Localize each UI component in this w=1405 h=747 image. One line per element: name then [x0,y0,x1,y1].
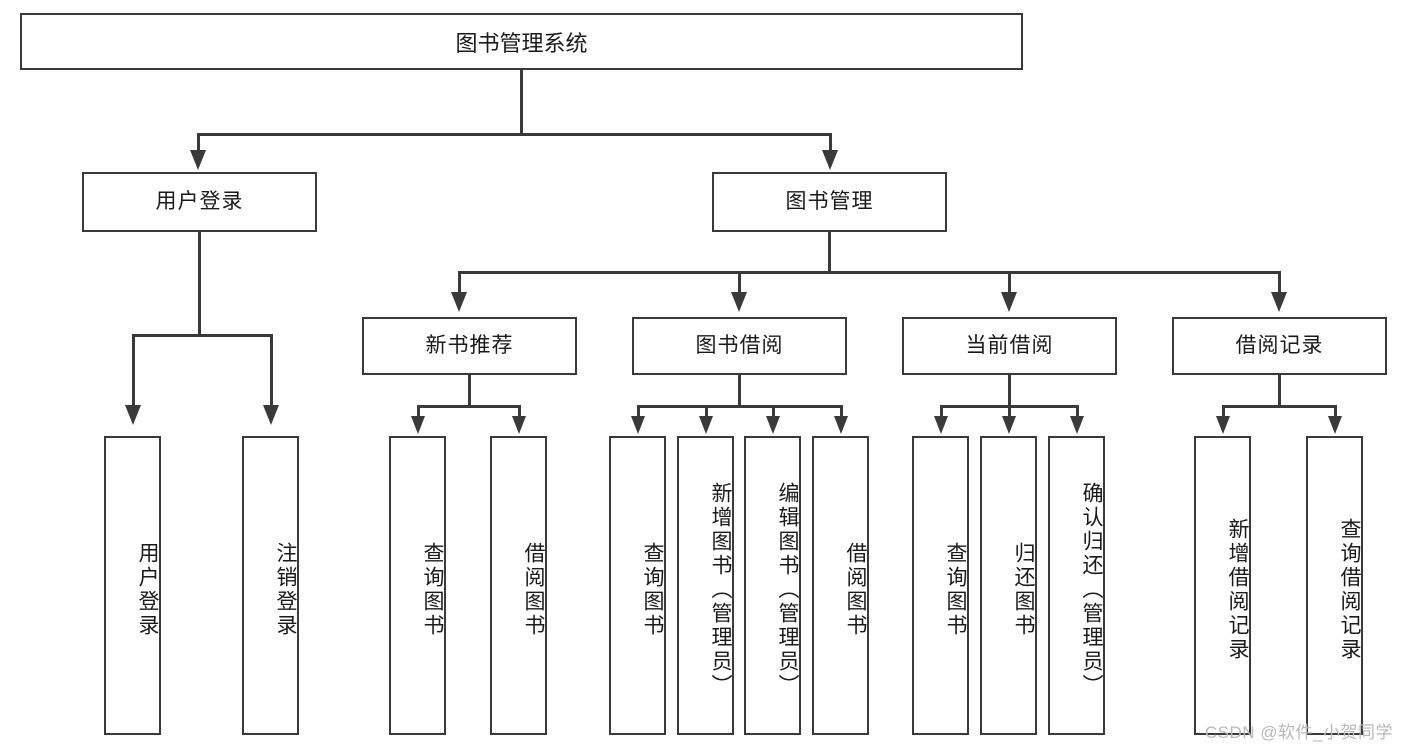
arrow-br-to-leaf-1 [1216,416,1230,434]
node-leaf-query-record[interactable]: 查询借阅记录 [1306,436,1363,735]
node-leaf-query-book-3[interactable]: 查询图书 [912,436,969,735]
edge-borrow-record-bar [1222,405,1337,408]
node-leaf-query-book-2-label: 查询图书 [641,541,664,638]
node-leaf-borrow-book-1[interactable]: 借阅图书 [490,436,547,735]
edge-bb-to-leaf-3 [772,405,775,419]
edge-root-to-user-login [197,133,200,157]
edge-new-book-recommend-bar [417,405,521,408]
arrow-nbr-to-leaf-1 [411,416,425,434]
edge-book-borrow-trunk [738,375,741,408]
arrow-to-borrow-record [1271,292,1287,312]
node-book-borrow[interactable]: 图书借阅 [632,317,847,375]
node-current-borrow[interactable]: 当前借阅 [902,317,1117,375]
arrow-bb-to-leaf-3 [766,416,780,434]
node-book-management[interactable]: 图书管理 [712,172,947,232]
node-borrow-record[interactable]: 借阅记录 [1172,317,1387,375]
node-leaf-user-login[interactable]: 用户登录 [104,436,161,735]
arrow-bb-to-leaf-2 [699,416,713,434]
node-new-book-recommend[interactable]: 新书推荐 [362,317,577,375]
arrow-bb-to-leaf-4 [834,416,848,434]
arrow-cb-to-leaf-2 [1002,416,1016,434]
edge-root-to-book-management [829,133,832,157]
edge-level3-bar [458,271,1281,274]
node-leaf-confirm-return[interactable]: 确认归还（管理员） [1048,436,1105,735]
edge-to-borrow-record [1278,271,1281,296]
node-leaf-edit-book[interactable]: 编辑图书（管理员） [744,436,801,735]
node-user-login-label: 用户登录 [155,190,244,214]
edge-book-borrow-bar [637,405,842,408]
node-leaf-query-record-label: 查询借阅记录 [1338,517,1361,662]
arrow-cb-to-leaf-3 [1070,416,1084,434]
node-leaf-logout-login[interactable]: 注销登录 [242,436,299,735]
edge-user-login-trunk [198,232,201,337]
node-leaf-add-record[interactable]: 新增借阅记录 [1194,436,1251,735]
node-leaf-logout-login-label: 注销登录 [274,541,297,638]
node-leaf-return-book[interactable]: 归还图书 [980,436,1037,735]
arrow-to-book-borrow [731,292,747,312]
node-leaf-add-book[interactable]: 新增图书（管理员） [677,436,734,735]
arrow-to-current-borrow [1001,292,1017,312]
arrow-user-login-to-leaf-1 [125,405,141,425]
node-leaf-confirm-return-label: 确认归还（管理员） [1080,481,1103,698]
edge-borrow-record-trunk [1278,375,1281,408]
arrow-root-to-book-management [822,150,838,170]
edge-cb-to-leaf-3 [1076,405,1079,419]
watermark-text: CSDN @软件_小贺同学 [1204,723,1393,742]
node-book-borrow-label: 图书借阅 [695,334,784,358]
edge-to-new-book-recommend [458,271,461,296]
node-leaf-add-record-label: 新增借阅记录 [1226,517,1249,662]
edge-root-bar [197,133,832,136]
node-borrow-record-label: 借阅记录 [1235,334,1324,358]
edge-bb-to-leaf-2 [705,405,708,419]
node-leaf-query-book-1[interactable]: 查询图书 [389,436,446,735]
edge-user-login-to-leaf-2 [270,334,273,409]
arrow-nbr-to-leaf-2 [512,416,526,434]
edge-br-to-leaf-2 [1334,405,1337,419]
arrow-root-to-user-login [190,150,206,170]
node-leaf-borrow-book-1-label: 借阅图书 [522,541,545,638]
edge-current-borrow-trunk [1008,375,1011,408]
edge-nbr-to-leaf-1 [417,405,420,419]
arrow-user-login-to-leaf-2 [263,405,279,425]
edge-book-management-trunk [828,232,831,274]
edge-new-book-recommend-trunk [468,375,471,408]
node-leaf-borrow-book-2-label: 借阅图书 [844,541,867,638]
edge-user-login-to-leaf-1 [132,334,135,409]
node-leaf-query-book-2[interactable]: 查询图书 [609,436,666,735]
edge-bb-to-leaf-4 [840,405,843,419]
node-root-system[interactable]: 图书管理系统 [20,13,1023,70]
edge-cb-to-leaf-2 [1008,405,1011,419]
node-leaf-user-login-label: 用户登录 [136,541,159,638]
edge-root-trunk [520,70,523,135]
arrow-to-new-book-recommend [451,292,467,312]
node-leaf-edit-book-label: 编辑图书（管理员） [776,481,799,698]
arrow-cb-to-leaf-1 [934,416,948,434]
node-leaf-query-book-1-label: 查询图书 [421,541,444,638]
node-leaf-return-book-label: 归还图书 [1012,541,1035,638]
edge-nbr-to-leaf-2 [518,405,521,419]
edge-cb-to-leaf-1 [940,405,943,419]
edge-user-login-bar [132,334,270,337]
node-book-management-label: 图书管理 [785,190,874,214]
node-leaf-add-book-label: 新增图书（管理员） [709,481,732,698]
node-new-book-recommend-label: 新书推荐 [425,334,514,358]
edge-bb-to-leaf-1 [637,405,640,419]
edge-to-book-borrow [738,271,741,296]
edge-br-to-leaf-1 [1222,405,1225,419]
arrow-br-to-leaf-2 [1328,416,1342,434]
node-root-system-label: 图书管理系统 [455,30,588,56]
node-user-login[interactable]: 用户登录 [82,172,317,232]
node-leaf-borrow-book-2[interactable]: 借阅图书 [812,436,869,735]
node-leaf-query-book-3-label: 查询图书 [944,541,967,638]
edge-to-current-borrow [1008,271,1011,296]
arrow-bb-to-leaf-1 [631,416,645,434]
node-current-borrow-label: 当前借阅 [965,334,1054,358]
